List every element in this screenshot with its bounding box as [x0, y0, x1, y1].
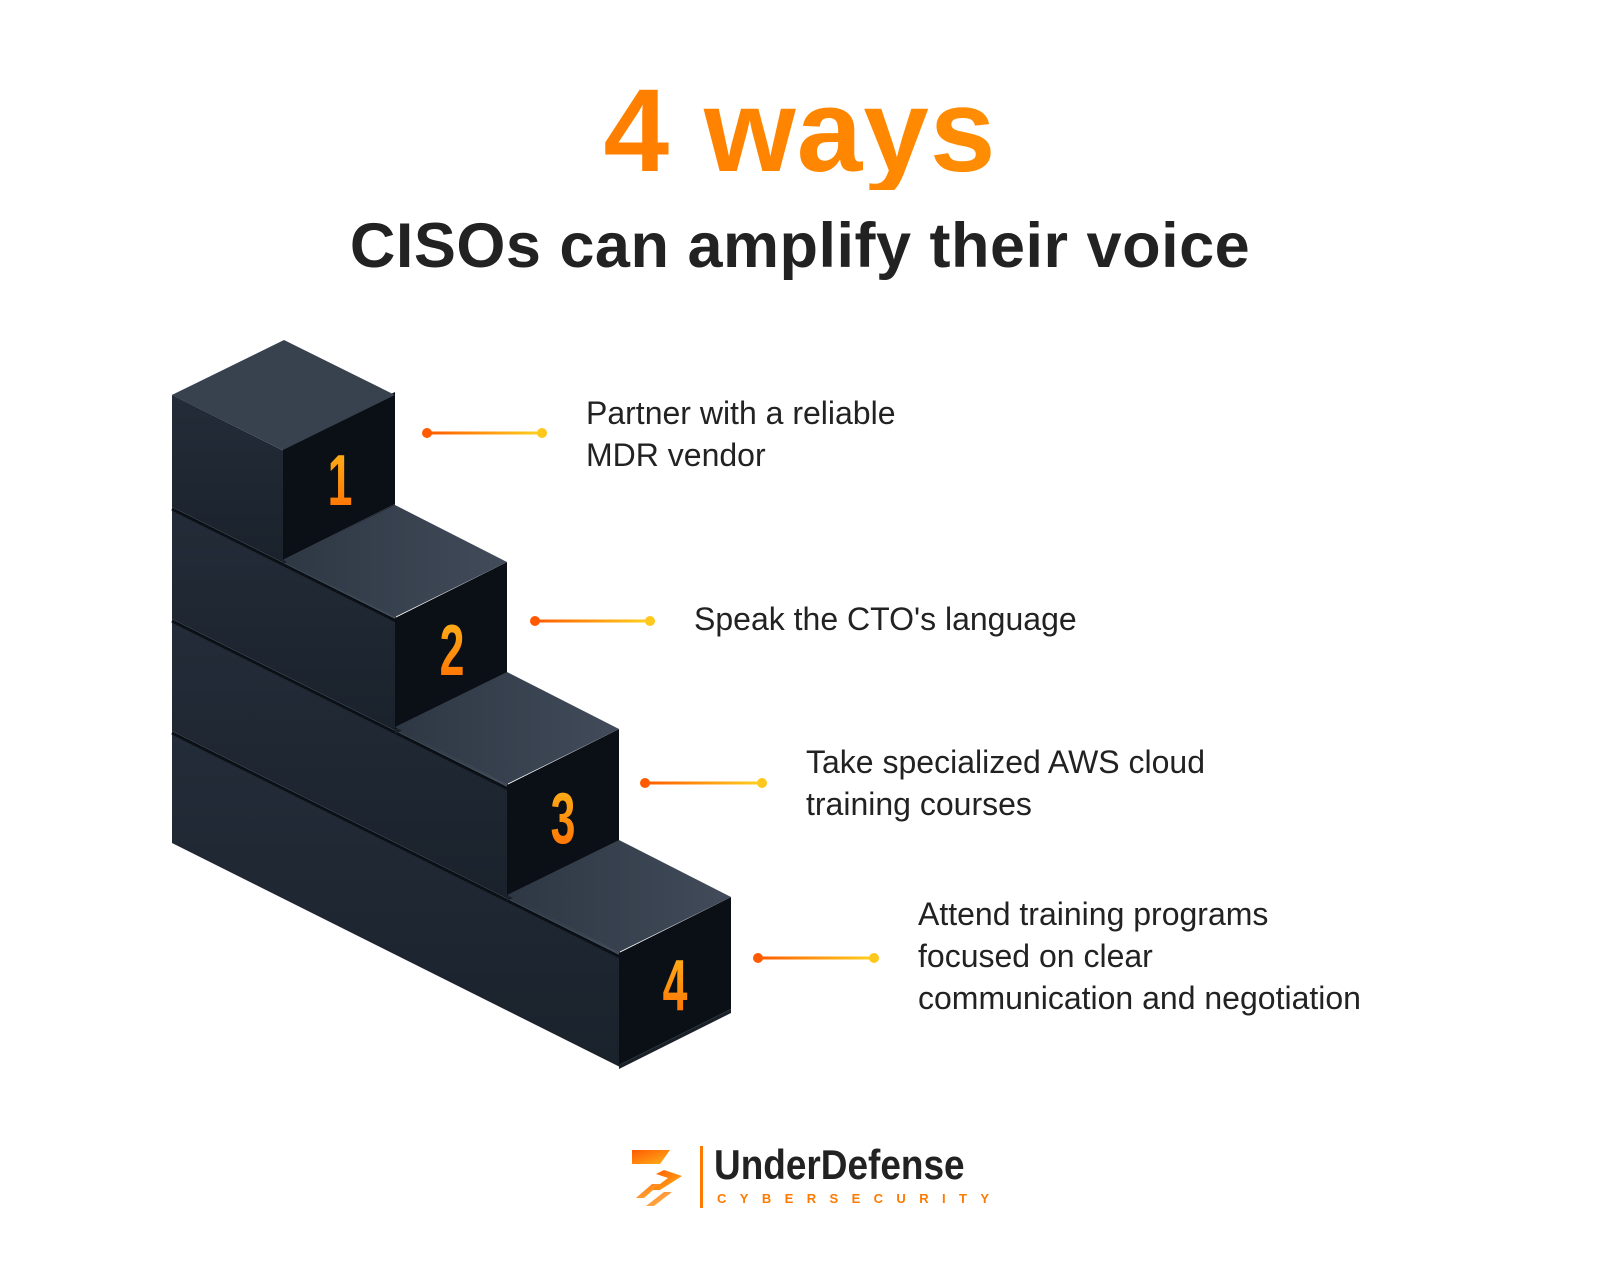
step-2-text: Speak the CTO's language [694, 598, 1077, 640]
step-4-line-2: focused on clear [918, 938, 1153, 974]
main-subtitle: CISOs can amplify their voice [349, 211, 1251, 281]
step-4-connector-dot-1 [753, 953, 763, 963]
logo-name: UnderDefense [714, 1141, 965, 1188]
underdefense-logo: UnderDefense CYBERSECURITY [630, 1142, 990, 1214]
logo-tagline: CYBERSECURITY [717, 1191, 1003, 1206]
step-3-text: Take specialized AWS cloud training cour… [806, 741, 1205, 825]
step-1-line-2: MDR vendor [586, 437, 766, 473]
step-1-connector-dot-1 [422, 428, 432, 438]
step-4-text: Attend training programs focused on clea… [918, 893, 1361, 1019]
step-3-connector-dot-1 [640, 778, 650, 788]
step-3-line-2: training courses [806, 786, 1032, 822]
step-4-number: 4 [663, 945, 688, 1026]
step-3-front-face [172, 619, 508, 899]
step-2-connector-dot-2 [645, 616, 655, 626]
step-4-line-3: communication and negotiation [918, 980, 1361, 1016]
step-4-line-1: Attend training programs [918, 896, 1269, 932]
step-4-tread [507, 840, 731, 952]
logo-arrow-icon [632, 1150, 682, 1206]
step-4-front-face [172, 731, 620, 1067]
step-1-cube-top [172, 340, 395, 450]
step-2-number: 2 [440, 610, 465, 691]
step-1-text: Partner with a reliable MDR vendor [586, 392, 895, 476]
step-4-seam [171, 731, 621, 959]
step-3-tread [395, 672, 619, 784]
step-1-connector-dot-2 [537, 428, 547, 438]
step-2-front-face [172, 507, 396, 731]
step-4-end-ledge [619, 1009, 731, 1069]
main-title: 4 ways [0, 72, 1600, 190]
step-2-seam [171, 507, 397, 623]
step-2-connector-dot-1 [530, 616, 540, 626]
step-3-number: 3 [551, 778, 576, 859]
logo-divider [700, 1146, 703, 1208]
step-3-seam [171, 619, 509, 791]
step-3-connector-dot-2 [757, 778, 767, 788]
step-2-tread [283, 505, 507, 617]
step-1-number: 1 [328, 440, 353, 521]
step-2-line-1: Speak the CTO's language [694, 601, 1077, 637]
step-3-line-1: Take specialized AWS cloud [806, 744, 1206, 780]
step-4-connector-dot-2 [869, 953, 879, 963]
step-1-line-1: Partner with a reliable [586, 395, 896, 431]
